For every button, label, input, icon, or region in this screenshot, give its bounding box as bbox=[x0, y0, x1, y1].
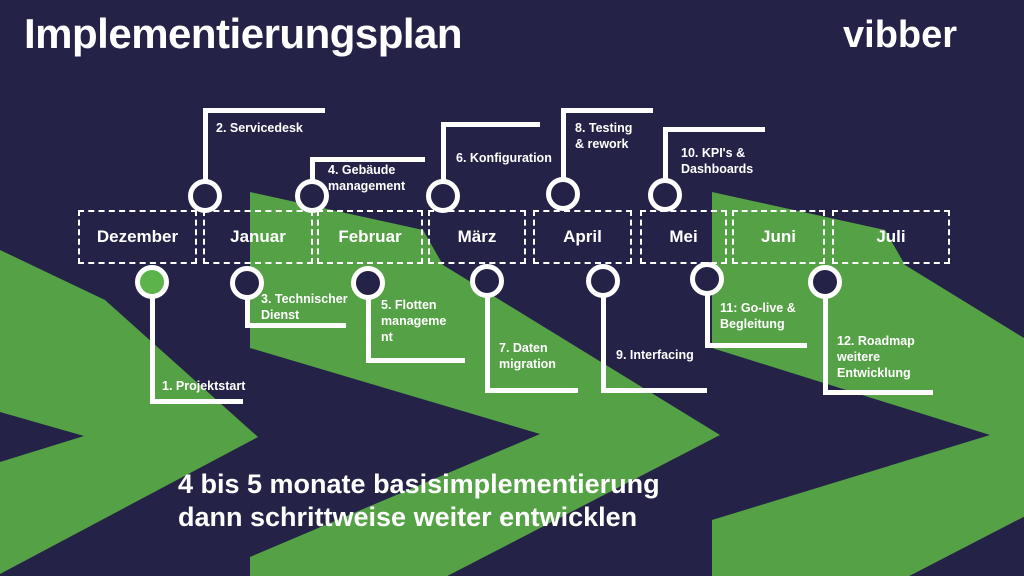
connector-line bbox=[561, 108, 566, 180]
month-label: Mei bbox=[669, 227, 698, 246]
month-label: April bbox=[563, 227, 602, 246]
month-april: April bbox=[533, 210, 632, 264]
milestone-label-gebaeude: 4. Gebäude management bbox=[328, 163, 406, 193]
month-juni: Juni bbox=[732, 210, 825, 264]
milestone-label-flottenmanagement: 5. Flotten manageme nt bbox=[381, 298, 447, 344]
connector-line bbox=[366, 298, 371, 363]
connector-line bbox=[561, 108, 653, 113]
milestone-label-konfiguration: 6. Konfiguration bbox=[456, 151, 552, 165]
month-juli: Juli bbox=[832, 210, 950, 264]
connector-line bbox=[663, 127, 668, 180]
connector-line bbox=[366, 358, 465, 363]
milestone-circle-10 bbox=[648, 178, 682, 212]
connector-line bbox=[823, 390, 933, 395]
chevron-left bbox=[0, 250, 258, 574]
connector-line bbox=[245, 298, 250, 328]
month-label: Februar bbox=[338, 227, 402, 246]
month-label: Juli bbox=[876, 227, 906, 246]
milestone-circle-2 bbox=[188, 179, 222, 213]
connector-line bbox=[245, 323, 346, 328]
connector-line bbox=[485, 388, 578, 393]
connector-line bbox=[150, 399, 243, 404]
footer-text: 4 bis 5 monate basisimplementierung dann… bbox=[178, 469, 660, 532]
milestone-label-testing: 8. Testing & rework bbox=[575, 121, 633, 151]
chevron-right bbox=[712, 192, 1024, 576]
connector-line bbox=[485, 297, 490, 393]
month-label: Dezember bbox=[96, 227, 179, 246]
connector-line bbox=[310, 157, 425, 162]
connector-line bbox=[705, 295, 710, 348]
milestone-label-datenmigration: 7. Daten migration bbox=[499, 341, 556, 371]
milestone-circle-3 bbox=[230, 266, 264, 300]
month-maerz: März bbox=[428, 210, 526, 264]
connector-line bbox=[203, 108, 325, 113]
connector-line bbox=[601, 388, 707, 393]
milestone-circle-7 bbox=[470, 264, 504, 298]
milestone-circle-6 bbox=[426, 179, 460, 213]
milestone-circle-4 bbox=[295, 179, 329, 213]
connector-line bbox=[203, 108, 208, 182]
connector-line bbox=[705, 343, 807, 348]
connector-line bbox=[663, 127, 765, 132]
month-januar: Januar bbox=[203, 210, 313, 264]
connector-line bbox=[441, 122, 540, 127]
milestone-circle-1 bbox=[135, 265, 169, 299]
milestone-circle-9 bbox=[586, 264, 620, 298]
connector-line bbox=[601, 297, 606, 393]
page-title: Implementierungsplan bbox=[24, 10, 463, 57]
connector-line bbox=[823, 298, 828, 395]
month-label: Juni bbox=[761, 227, 796, 246]
connector-line bbox=[310, 157, 315, 182]
month-februar: Februar bbox=[317, 210, 423, 264]
month-mei: Mei bbox=[640, 210, 727, 264]
connector-line bbox=[441, 122, 446, 182]
milestone-label-projektstart: 1. Projektstart bbox=[162, 379, 246, 393]
milestone-circle-5 bbox=[351, 266, 385, 300]
milestone-label-kpis: 10. KPI's & Dashboards bbox=[681, 146, 754, 176]
milestone-label-roadmap: 12. Roadmap weitere Entwicklung bbox=[837, 334, 915, 380]
vibber-logo: vibber bbox=[843, 14, 958, 56]
milestone-label-servicedesk: 2. Servicedesk bbox=[216, 121, 303, 135]
month-label: Januar bbox=[230, 227, 286, 246]
milestone-circle-8 bbox=[546, 177, 580, 211]
corner-notch bbox=[985, 540, 1024, 576]
milestone-circle-11 bbox=[690, 262, 724, 296]
milestone-label-golive: 11: Go-live & Begleitung bbox=[720, 301, 796, 331]
month-label: März bbox=[457, 227, 497, 246]
milestone-label-technischer-dienst: 3. Technischer Dienst bbox=[261, 292, 348, 322]
connector-line bbox=[150, 297, 155, 404]
milestone-label-interfacing: 9. Interfacing bbox=[616, 348, 694, 362]
milestone-circle-12 bbox=[808, 265, 842, 299]
month-dezember: Dezember bbox=[78, 210, 197, 264]
